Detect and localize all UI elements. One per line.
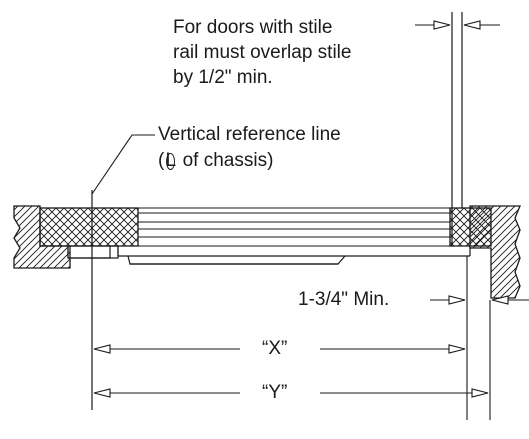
right-trim-block (449, 207, 492, 247)
y-dimension-label: “Y” (262, 382, 288, 403)
stile-note-line-2: rail must overlap stile (173, 42, 352, 63)
reference-leader (91, 134, 155, 195)
centerline-symbol-icon: L (165, 150, 177, 171)
left-trim-block (39, 207, 139, 247)
stile-note-line-3: by 1/2" min. (173, 67, 273, 88)
reference-note-open-paren: ( (158, 150, 165, 171)
reference-line-note-line-2: (L of chassis) (158, 149, 273, 173)
x-dimension-label: “X” (262, 338, 288, 359)
stile-lines (451, 12, 463, 246)
reference-line-note-line-1: Vertical reference line (158, 124, 341, 145)
chassis-body (67, 245, 471, 265)
stile-note-line-1: For doors with stile (173, 17, 333, 38)
y-dimension-line (93, 388, 489, 398)
reference-note-suffix: of chassis) (177, 150, 274, 171)
min-clearance-arrows (430, 295, 529, 305)
panel-lines (138, 207, 450, 247)
min-clearance-label: 1-3/4" Min. (298, 289, 390, 310)
stile-arrows (415, 20, 500, 30)
x-dimension-line (93, 344, 466, 354)
